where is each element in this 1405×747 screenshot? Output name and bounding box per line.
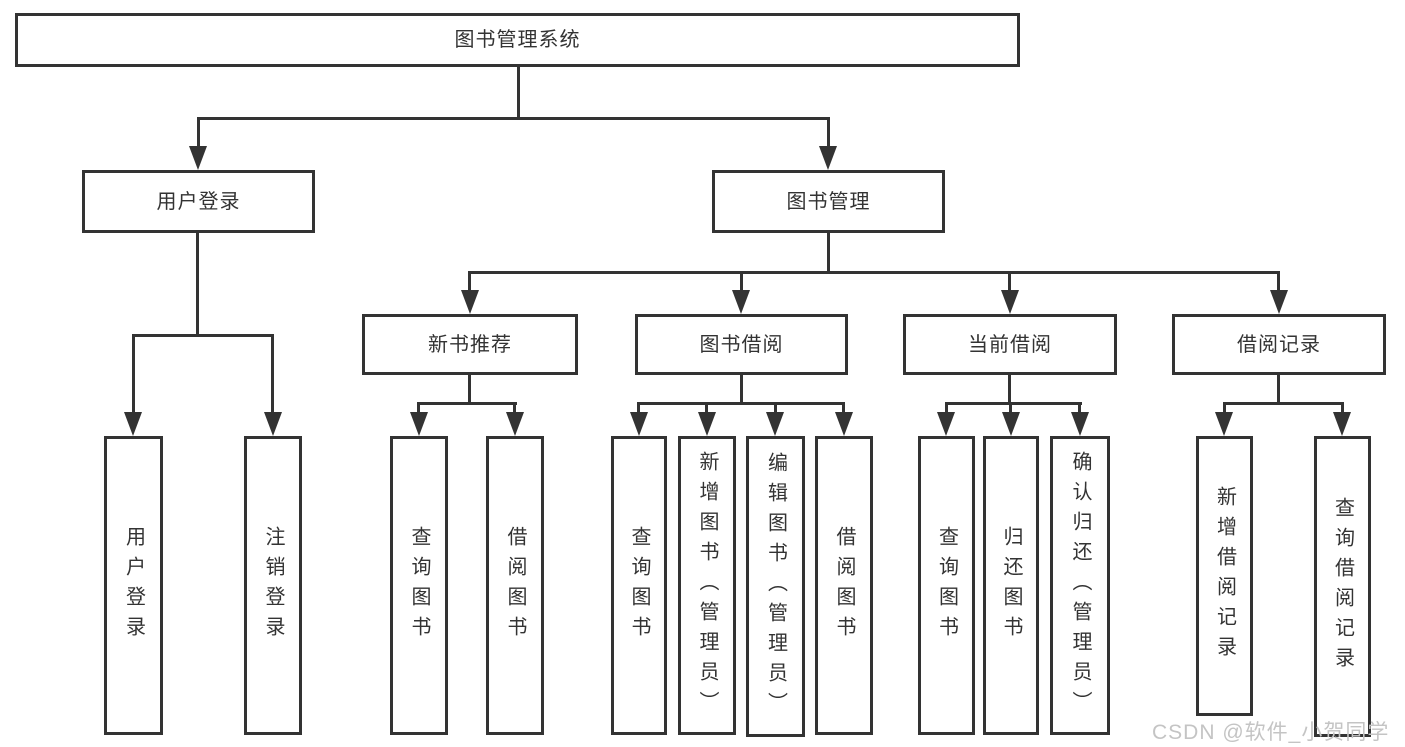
leaf-query-books-recommend: 查询图书 — [390, 436, 448, 735]
arrow-down-icon — [819, 146, 837, 170]
connector-book-borrow-stub — [740, 375, 743, 404]
arrow-down-icon — [835, 412, 853, 436]
arrow-down-icon — [410, 412, 428, 436]
arrow-down-icon — [1071, 412, 1089, 436]
connector-drop — [417, 402, 420, 414]
connector-drop-book-management — [827, 117, 830, 148]
connector-root-stub — [517, 67, 520, 118]
connector-drop-current-borrow — [1008, 271, 1011, 291]
connector-borrow-records-bar — [1223, 402, 1344, 405]
connector-drop — [1009, 402, 1012, 414]
arrow-down-icon — [698, 412, 716, 436]
node-library-management-system: 图书管理系统 — [15, 13, 1020, 67]
leaf-query-books-current: 查询图书 — [918, 436, 975, 735]
leaf-add-borrow-record: 新增借阅记录 — [1196, 436, 1253, 716]
arrow-down-icon — [937, 412, 955, 436]
connector-user-login-bar — [132, 334, 274, 337]
node-book-borrow: 图书借阅 — [635, 314, 848, 375]
arrow-down-icon — [1270, 290, 1288, 314]
arrow-down-icon — [732, 290, 750, 314]
arrow-down-icon — [630, 412, 648, 436]
connector-level1-bar — [197, 117, 830, 120]
arrow-down-icon — [1333, 412, 1351, 436]
connector-drop — [1078, 402, 1081, 414]
connector-borrow-records-stub — [1277, 375, 1280, 404]
leaf-return-book: 归还图书 — [983, 436, 1039, 735]
leaf-confirm-return-admin: 确认归还（管理员） — [1050, 436, 1110, 735]
connector-drop-new-book — [468, 271, 471, 291]
connector-drop — [513, 402, 516, 414]
node-book-management: 图书管理 — [712, 170, 945, 233]
arrow-down-icon — [264, 412, 282, 436]
connector-drop-leaf-user-login — [132, 334, 135, 414]
arrow-down-icon — [124, 412, 142, 436]
arrow-down-icon — [506, 412, 524, 436]
leaf-borrow-books-recommend: 借阅图书 — [486, 436, 544, 735]
csdn-watermark: CSDN @软件_小贺同学 — [1152, 721, 1390, 744]
connector-new-book-stub — [468, 375, 471, 404]
connector-drop — [842, 402, 845, 414]
arrow-down-icon — [1001, 290, 1019, 314]
node-borrow-records: 借阅记录 — [1172, 314, 1386, 375]
arrow-down-icon — [1215, 412, 1233, 436]
connector-drop-leaf-logout — [271, 334, 274, 414]
connector-drop-user-login — [197, 117, 200, 148]
connector-current-borrow-stub — [1008, 375, 1011, 404]
connector-drop — [1223, 402, 1226, 414]
connector-new-book-bar — [417, 402, 517, 405]
connector-level2-bar — [468, 271, 1280, 274]
connector-current-borrow-bar — [945, 402, 1082, 405]
leaf-edit-book-admin: 编辑图书（管理员） — [746, 436, 805, 737]
arrow-down-icon — [461, 290, 479, 314]
leaf-query-books-borrow: 查询图书 — [611, 436, 667, 735]
connector-user-login-stub — [196, 233, 199, 337]
node-new-book-recommend: 新书推荐 — [362, 314, 578, 375]
connector-drop — [705, 402, 708, 414]
leaf-borrow-books-borrow: 借阅图书 — [815, 436, 873, 735]
connector-drop-borrow-records — [1277, 271, 1280, 291]
arrow-down-icon — [1002, 412, 1020, 436]
connector-book-borrow-bar — [637, 402, 845, 405]
connector-drop — [945, 402, 948, 414]
connector-drop — [637, 402, 640, 414]
leaf-query-borrow-record: 查询借阅记录 — [1314, 436, 1371, 737]
connector-drop — [774, 402, 777, 414]
connector-drop-book-borrow — [740, 271, 743, 291]
connector-book-management-stub — [827, 233, 830, 274]
arrow-down-icon — [189, 146, 207, 170]
connector-drop — [1341, 402, 1344, 414]
leaf-add-book-admin: 新增图书（管理员） — [678, 436, 736, 735]
node-user-login: 用户登录 — [82, 170, 315, 233]
leaf-user-login: 用户登录 — [104, 436, 163, 735]
node-current-borrow: 当前借阅 — [903, 314, 1117, 375]
leaf-logout: 注销登录 — [244, 436, 302, 735]
arrow-down-icon — [766, 412, 784, 436]
